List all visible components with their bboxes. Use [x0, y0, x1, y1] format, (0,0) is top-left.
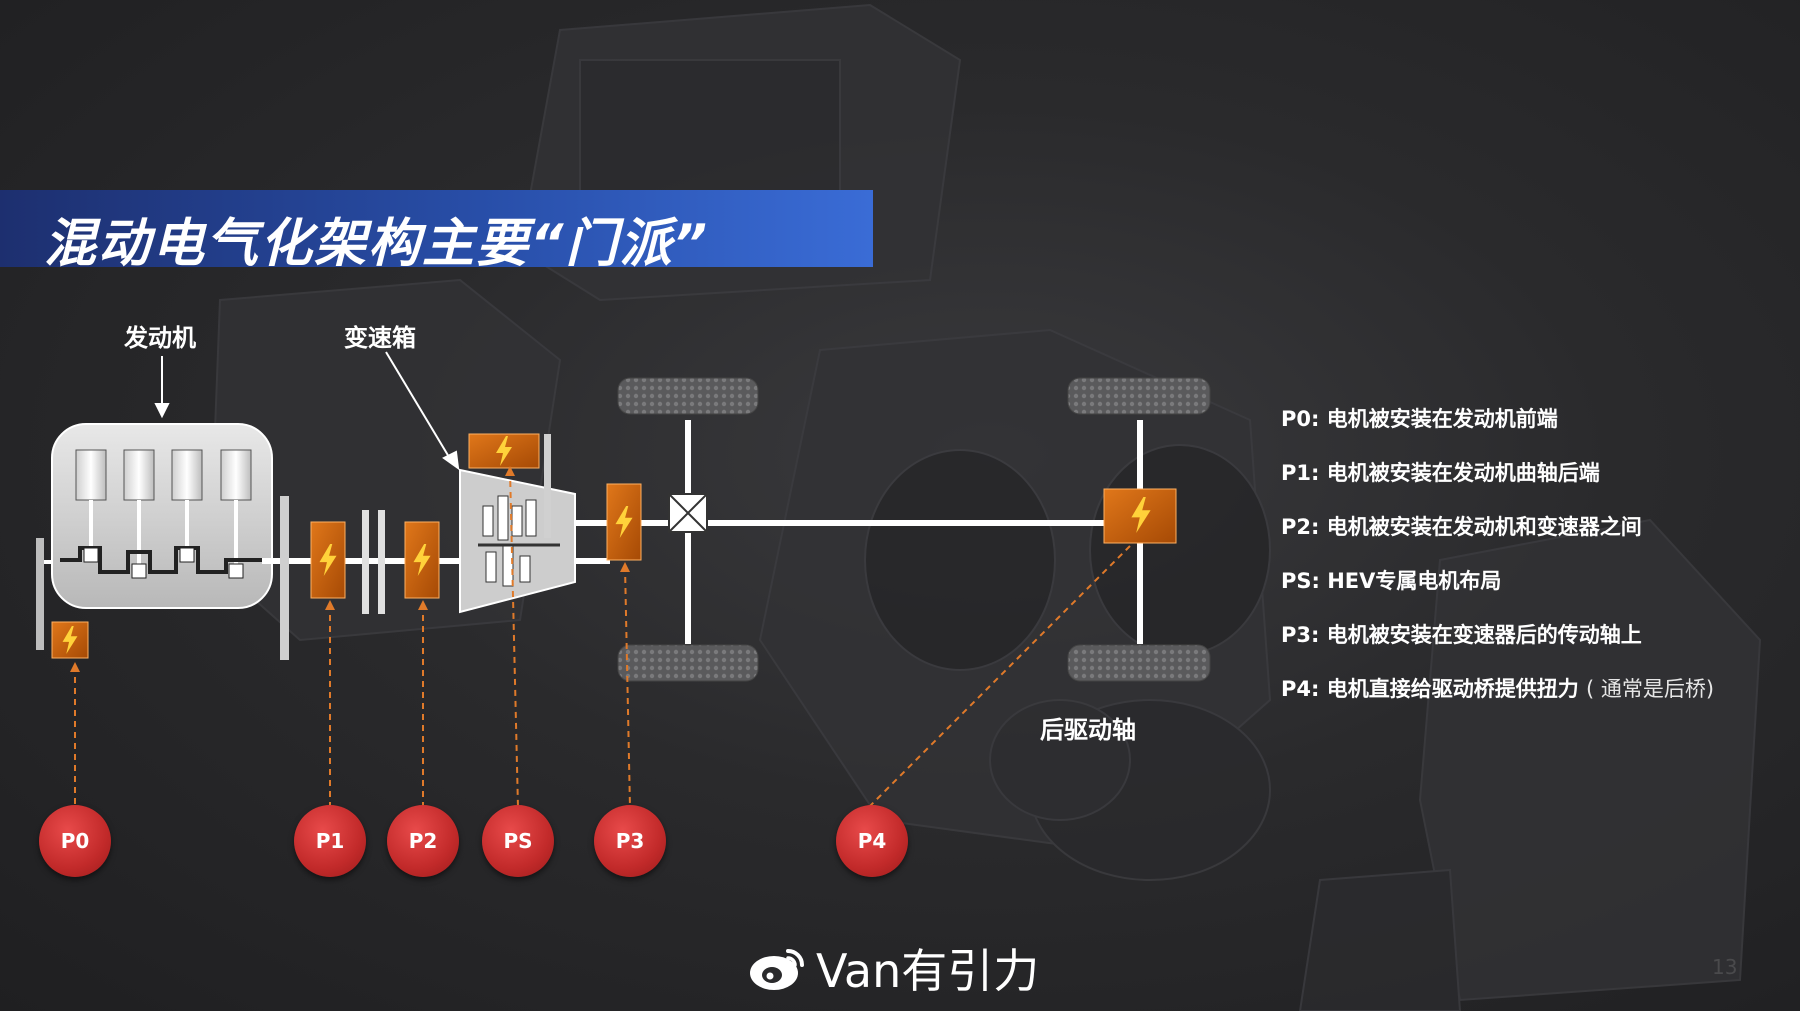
legend-text: HEV专属电机布局: [1327, 569, 1502, 593]
engine-pistons: [60, 449, 262, 579]
rear-axle: [1067, 377, 1211, 682]
legend-text: 电机直接给驱动桥提供扭力: [1326, 677, 1579, 701]
legend-item-p0: P0: 电机被安装在发动机前端: [1281, 403, 1791, 457]
label-arrows: [154, 351, 460, 471]
clutch-plate: [362, 510, 369, 614]
badge-ps: PS: [482, 805, 554, 877]
legend-item-p4: P4: 电机直接给驱动桥提供扭力 ( 通常是后桥): [1281, 673, 1791, 727]
legend-key: P1:: [1281, 461, 1320, 485]
page-title: 混动电气化架构主要“门派”: [44, 214, 709, 274]
legend-note: ( 通常是后桥): [1586, 677, 1715, 701]
gearbox: [459, 468, 576, 614]
badge-p2: P2: [387, 805, 459, 877]
connector-arrowheads: [70, 466, 630, 672]
title-banner: [0, 190, 873, 267]
legend-key: P2:: [1281, 515, 1320, 539]
ps-shaft: [544, 434, 551, 538]
legend: P0: 电机被安装在发动机前端 P1: 电机被安装在发动机曲轴后端 P2: 电机…: [1281, 403, 1791, 727]
legend-key: P4:: [1281, 677, 1320, 701]
legend-item-p2: P2: 电机被安装在发动机和变速器之间: [1281, 511, 1791, 565]
legend-key: PS:: [1281, 569, 1320, 593]
engine-block: [51, 423, 273, 609]
clutch-plate: [378, 510, 385, 614]
badge-p4: P4: [836, 805, 908, 877]
legend-key: P0:: [1281, 407, 1320, 431]
badge-p0: P0: [39, 805, 111, 877]
front-axle: [617, 377, 759, 682]
front-pulley: [36, 538, 44, 650]
engine-label: 发动机: [124, 324, 196, 352]
legend-text: 电机被安装在变速器后的传动轴上: [1326, 623, 1642, 647]
legend-text: 电机被安装在发动机前端: [1326, 407, 1558, 431]
connector-lines: [74, 469, 1131, 809]
page-number: 13: [1712, 955, 1738, 979]
watermark-text: Van有引力: [816, 944, 1040, 998]
weibo-icon: [750, 949, 804, 990]
legend-text: 电机被安装在发动机曲轴后端: [1326, 461, 1600, 485]
legend-key: P3:: [1281, 623, 1320, 647]
badge-p3: P3: [594, 805, 666, 877]
rear-axle-label: 后驱动轴: [1040, 716, 1136, 744]
legend-item-p1: P1: 电机被安装在发动机曲轴后端: [1281, 457, 1791, 511]
flywheel: [280, 496, 289, 660]
watermark: Van有引力: [748, 935, 1039, 1001]
gearbox-label: 变速箱: [344, 324, 416, 352]
legend-item-ps: PS: HEV专属电机布局: [1281, 565, 1791, 619]
badge-p1: P1: [294, 805, 366, 877]
legend-text: 电机被安装在发动机和变速器之间: [1326, 515, 1642, 539]
legend-item-p3: P3: 电机被安装在变速器后的传动轴上: [1281, 619, 1791, 673]
